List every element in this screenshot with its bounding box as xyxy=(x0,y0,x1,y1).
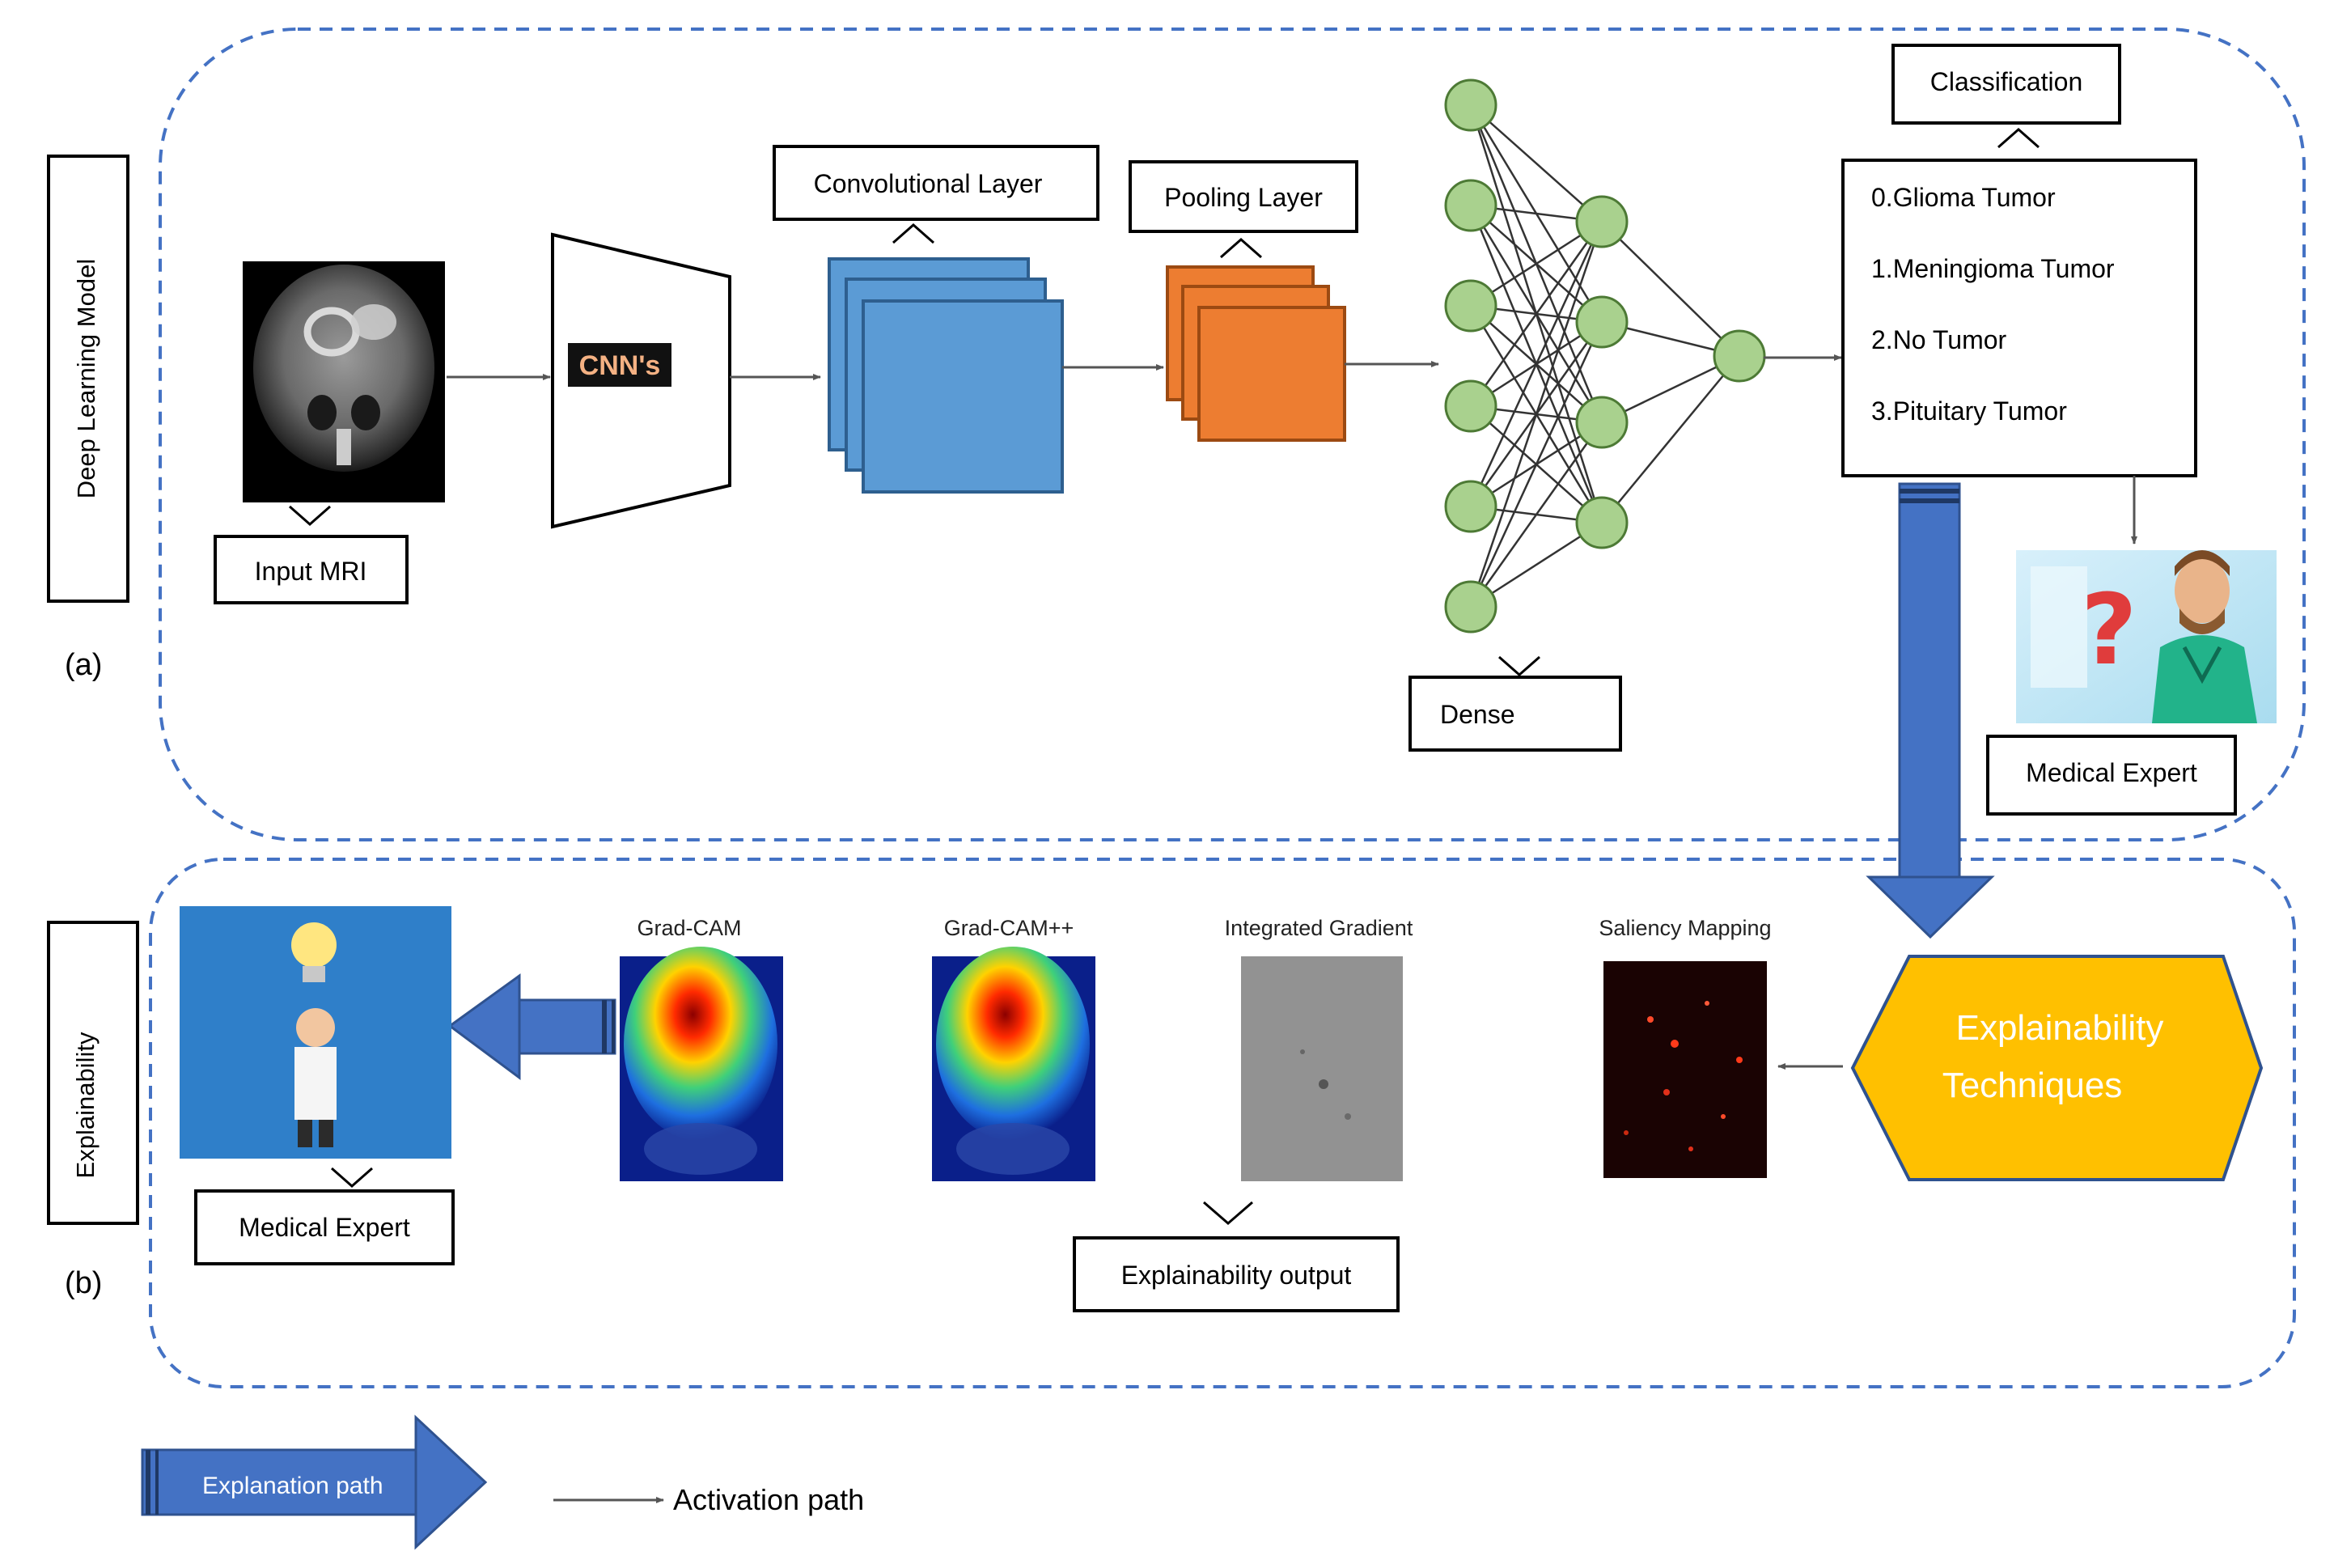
network-edge xyxy=(1469,221,1603,507)
explainability-techniques-hexagon xyxy=(1850,955,2264,1181)
cnn-label: CNN's xyxy=(579,350,661,381)
method-title-gradcam: Grad-CAM xyxy=(637,916,741,940)
network-edge xyxy=(1469,422,1603,608)
input-mri-label-box xyxy=(214,535,409,604)
class-item: 1.Meningioma Tumor xyxy=(1871,254,2115,283)
method-title-gradcampp: Grad-CAM++ xyxy=(944,916,1074,940)
network-node xyxy=(1575,295,1629,349)
network-node xyxy=(1444,379,1497,433)
dense-network-nodes xyxy=(1444,78,1766,634)
network-edge xyxy=(1470,104,1603,222)
side-label-b: Explainability xyxy=(71,1032,100,1178)
classification-title: Classification xyxy=(1930,67,2083,96)
network-edge xyxy=(1469,321,1603,608)
network-edge xyxy=(1469,221,1603,407)
pool-layer-stack xyxy=(1166,265,1346,442)
saliency-map-image xyxy=(1603,961,1767,1178)
method-title-integrated-gradient: Integrated Gradient xyxy=(1225,916,1413,940)
explainability-output-label: Explainability output xyxy=(1121,1261,1352,1290)
network-edge xyxy=(1601,355,1740,523)
dense-pointer xyxy=(1498,655,1540,676)
svg-text:?: ? xyxy=(2081,574,2137,687)
explainability-output-pointer xyxy=(1203,1201,1253,1225)
classification-pointer xyxy=(1997,128,2040,149)
dense-label: Dense xyxy=(1440,700,1515,729)
hexagon-label-line2: Techniques xyxy=(1942,1066,2123,1105)
medical-expert-illustration-bottom xyxy=(180,906,451,1159)
explainability-output-label-box xyxy=(1073,1236,1400,1312)
network-node xyxy=(1575,496,1629,549)
pool-layer-pointer xyxy=(1220,238,1262,259)
section-letter-a: (a) xyxy=(65,648,102,682)
conv-layer-stack xyxy=(828,257,1064,494)
legend-activation-label: Activation path xyxy=(673,1483,864,1516)
network-edge xyxy=(1601,221,1740,357)
side-label-box-a xyxy=(47,155,129,603)
class-item: 3.Pituitary Tumor xyxy=(1871,396,2067,426)
network-node xyxy=(1444,78,1497,132)
classification-list-box xyxy=(1841,159,2197,477)
network-node xyxy=(1713,329,1766,383)
explanation-arrow-left xyxy=(447,973,616,1080)
method-title-saliency: Saliency Mapping xyxy=(1599,916,1771,940)
explanation-arrow-down xyxy=(1866,482,1995,939)
network-node xyxy=(1444,580,1497,634)
pool-layer-label: Pooling Layer xyxy=(1164,183,1323,212)
input-mri-label: Input MRI xyxy=(255,557,367,586)
medical-expert-top-label: Medical Expert xyxy=(2026,758,2197,787)
cnn-badge xyxy=(568,343,671,387)
dense-label-box xyxy=(1408,676,1622,752)
hexagon-label-line1: Explainability xyxy=(1956,1008,2164,1048)
pool-layer-label-box xyxy=(1129,160,1358,233)
medical-expert-bottom-pointer xyxy=(331,1167,373,1188)
network-node xyxy=(1444,179,1497,232)
legend-explanation-label: Explanation path xyxy=(202,1473,383,1499)
class-item: 2.No Tumor xyxy=(1871,325,2007,354)
medical-expert-illustration-top: ? xyxy=(2016,550,2277,723)
section-b-border xyxy=(149,858,2296,1388)
conv-layer-label: Convolutional Layer xyxy=(814,169,1043,198)
medical-expert-top-label-box xyxy=(1986,735,2237,816)
section-a-border xyxy=(159,28,2306,841)
section-letter-b: (b) xyxy=(65,1266,102,1300)
network-node xyxy=(1575,195,1629,248)
medical-expert-bottom-label-box xyxy=(194,1189,455,1265)
class-item: 0.Glioma Tumor xyxy=(1871,183,2056,212)
side-label-box-b xyxy=(47,921,139,1225)
input-mri-pointer xyxy=(289,505,331,526)
medical-expert-bottom-label: Medical Expert xyxy=(239,1213,410,1242)
integrated-gradient-image xyxy=(1241,956,1403,1181)
gradcampp-image xyxy=(932,947,1095,1181)
conv-layer-label-box xyxy=(773,145,1099,221)
network-node xyxy=(1575,396,1629,449)
network-node xyxy=(1444,279,1497,333)
side-label-a: Deep Learning Model xyxy=(72,259,100,498)
input-mri-image xyxy=(243,261,445,502)
conv-layer-pointer xyxy=(892,223,934,244)
classification-title-box xyxy=(1891,44,2121,125)
network-edge xyxy=(1469,221,1603,608)
legend-explanation-path xyxy=(141,1414,488,1550)
gradcam-image xyxy=(620,947,783,1181)
network-node xyxy=(1444,480,1497,533)
